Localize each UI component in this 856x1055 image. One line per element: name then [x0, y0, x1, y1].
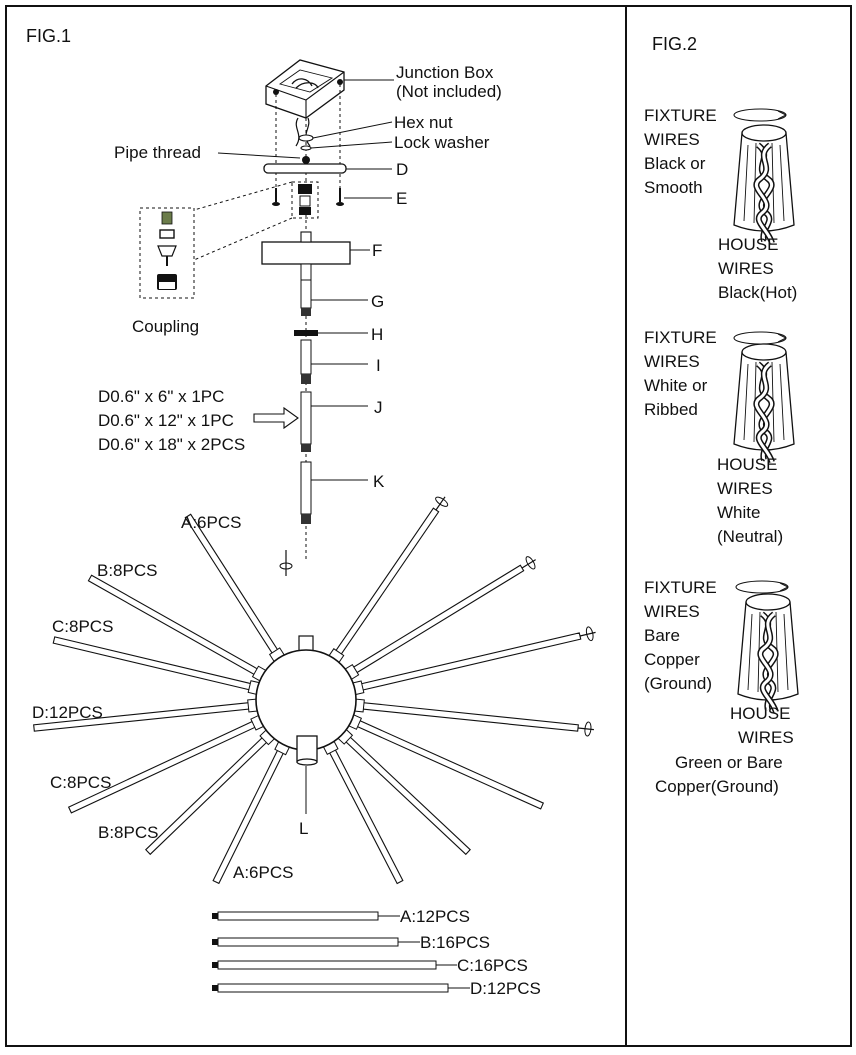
panel3-house-line3: Green or Bare [675, 753, 783, 772]
panel3-fixture-line4: Copper [644, 650, 700, 669]
panel3-house-line1: HOUSE [730, 704, 790, 723]
tube-total-d: D:12PCS [470, 979, 541, 998]
wiring-panel-neutral: FIXTURE WIRES White or Ribbed HOUSE WIRE… [644, 328, 794, 546]
part-d-label: D [396, 160, 408, 179]
panel3-house-line2: WIRES [738, 728, 794, 747]
coupling-label: Coupling [132, 317, 199, 336]
part-e-label: E [396, 189, 407, 208]
panel3-fixture-line1: FIXTURE [644, 578, 717, 597]
coupling-parts [157, 211, 177, 290]
sputnik-arm-tube [343, 735, 471, 856]
tube-total-a: A:12PCS [400, 907, 470, 926]
panel1-fixture-line3: Black or [644, 154, 706, 173]
part-h-label: H [371, 325, 383, 344]
panel1-fixture-line2: WIRES [644, 130, 700, 149]
wire-nut-icon [734, 344, 794, 462]
arm-bulb-screw [521, 559, 536, 569]
twist-arrow-icon [735, 580, 789, 594]
panel1-house-line1: HOUSE [718, 235, 778, 254]
panel2-house-line2: WIRES [717, 479, 773, 498]
wiring-panel-hot: FIXTURE WIRES Black or Smooth HOUSE WIRE… [644, 106, 797, 302]
panel1-fixture-line1: FIXTURE [644, 106, 717, 125]
sputnik-arm-tube [355, 719, 545, 810]
sputnik-arm-tube [359, 632, 582, 692]
twist-arrow-icon [525, 556, 536, 570]
rod-spec-6in: D0.6" x 6" x 1PC [98, 387, 224, 406]
panel3-fixture-line3: Bare [644, 626, 680, 645]
fig1-title: FIG.1 [26, 26, 71, 46]
part-l-label: L [299, 819, 308, 838]
panel2-house-line1: HOUSE [717, 455, 777, 474]
part-j-label: J [374, 398, 383, 417]
panel1-fixture-line4: Smooth [644, 178, 703, 197]
tube-totals: A:12PCS B:16PCS C:16PCS D:12PCS [212, 907, 541, 998]
wire-nut-icon [734, 125, 794, 243]
fig2-title: FIG.2 [652, 34, 697, 54]
panel2-fixture-line1: FIXTURE [644, 328, 717, 347]
panel3-house-line4: Copper(Ground) [655, 777, 779, 796]
coupling-detail-box [139, 207, 195, 299]
junction-box-label: Junction Box [396, 63, 494, 82]
arm-label-a-bottom: A:6PCS [233, 863, 293, 882]
tube-total-c: C:16PCS [457, 956, 528, 975]
twist-arrow-icon [584, 721, 592, 737]
sputnik-arm-tube [145, 735, 269, 856]
arm-label-c-top: C:8PCS [52, 617, 113, 636]
wire-nut-icon [738, 594, 798, 712]
arm-label-a-top: A:6PCS [181, 513, 241, 532]
hex-nut-label: Hex nut [394, 113, 453, 132]
ring-h [294, 330, 318, 336]
sputnik-arm-tube [334, 507, 440, 657]
screw-twist-icon [279, 550, 293, 576]
panel2-fixture-line2: WIRES [644, 352, 700, 371]
lock-washer-label: Lock washer [394, 133, 490, 152]
sputnik-arm-tube [67, 720, 258, 814]
arm-bulb-screw [435, 496, 446, 511]
sputnik-arm-tube [52, 636, 253, 691]
sputnik-arms [33, 496, 596, 885]
panel2-fixture-line3: White or [644, 376, 708, 395]
panel2-house-line4: (Neutral) [717, 527, 783, 546]
mounting-screws [272, 188, 344, 206]
panel1-house-line3: Black(Hot) [718, 283, 797, 302]
panel3-fixture-line2: WIRES [644, 602, 700, 621]
part-f-label: F [372, 241, 382, 260]
arm-label-b-bottom: B:8PCS [98, 823, 158, 842]
outer-frame [5, 5, 852, 1047]
arm-bulb-screw [577, 727, 594, 731]
twist-arrow-icon [733, 108, 787, 122]
panel1-house-line2: WIRES [718, 259, 774, 278]
panel2-fixture-line4: Ribbed [644, 400, 698, 419]
twist-arrow-icon [733, 331, 787, 345]
crossbar-d [263, 163, 347, 174]
panel2-house-line3: White [717, 503, 760, 522]
rod-spec-18in: D0.6" x 18" x 2PCS [98, 435, 245, 454]
center-sphere [255, 635, 357, 766]
pipe-thread-label: Pipe thread [114, 143, 201, 162]
arm-label-b-top: B:8PCS [97, 561, 157, 580]
part-i-label: I [376, 356, 381, 375]
panel3-fixture-line5: (Ground) [644, 674, 712, 693]
wiring-panel-ground: FIXTURE WIRES Bare Copper (Ground) HOUSE… [644, 578, 798, 796]
sputnik-arm-tube [360, 701, 579, 732]
part-g-label: G [371, 292, 384, 311]
junction-box-sublabel: (Not included) [396, 82, 502, 101]
arm-label-d-mid: D:12PCS [32, 703, 103, 722]
rod-spec-12in: D0.6" x 12" x 1PC [98, 411, 234, 430]
twist-arrow-icon [435, 496, 449, 507]
canopy-f [261, 241, 351, 265]
sputnik-arm-tube [184, 513, 280, 656]
junction-box-drawing [265, 59, 345, 119]
arm-label-c-bottom: C:8PCS [50, 773, 111, 792]
part-k-label: K [373, 472, 385, 491]
twist-arrow-icon [585, 626, 594, 642]
tube-total-b: B:16PCS [420, 933, 490, 952]
sputnik-arm-tube [328, 747, 404, 885]
